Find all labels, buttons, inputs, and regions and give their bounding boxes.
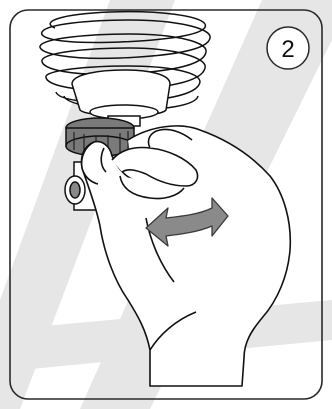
step-badge: 2 [267, 27, 309, 69]
step-number: 2 [281, 36, 294, 63]
